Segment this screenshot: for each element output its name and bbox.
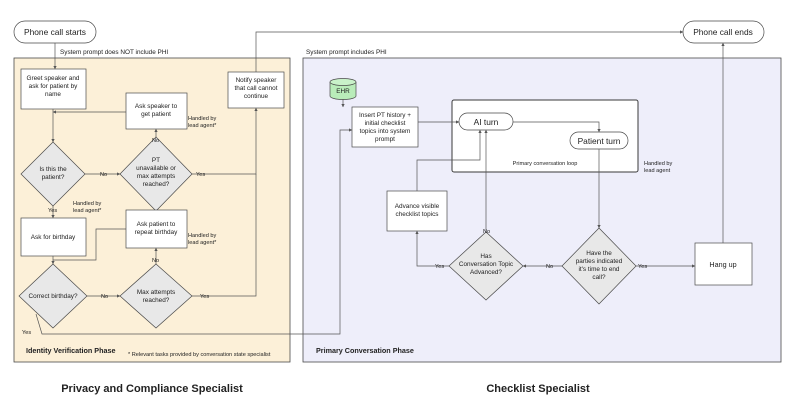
hang-up-box [694, 242, 753, 286]
patient-turn-label: Patient turn [578, 136, 621, 146]
identity-phase-title: Identity Verification Phase [26, 346, 115, 355]
end-call-line-2: parties indicated [576, 258, 623, 265]
max-attempts-decision [119, 263, 193, 329]
connector-topic-yes [415, 230, 449, 267]
advance-line-1: Advance visible [395, 203, 440, 210]
advance-line-2: checklist topics [396, 211, 439, 218]
end-call-line-4: call? [592, 274, 606, 281]
connector-advance-ai [416, 129, 482, 191]
topic-line-2: Conversation Topic [459, 261, 514, 268]
end-call-line-1: Have the [586, 250, 612, 257]
ask-birthday-box [20, 217, 87, 257]
greet-line-2: ask for patient by [29, 83, 78, 90]
notify-line-3: continue [244, 93, 269, 100]
no-label-2: No [152, 138, 159, 144]
connector-notify-end [255, 30, 684, 72]
end-call-decision [561, 227, 637, 305]
ask-get-patient-box [125, 92, 188, 130]
pt-unavail-line-4: reached? [143, 181, 170, 188]
notify-box [227, 71, 285, 109]
no-label-5: No [546, 264, 553, 270]
insert-line-4: prompt [375, 136, 395, 143]
yes-label-6: Yes [435, 264, 444, 270]
ask-get-patient-line-1: Ask speaker to [135, 103, 178, 110]
handled-note-3b: lead agent* [188, 240, 217, 246]
topic-line-1: Has [480, 253, 491, 260]
handled-note-4b: lead agent [644, 168, 671, 174]
is-patient-line-1: Is this the [39, 166, 67, 173]
yes-label-5: Yes [638, 264, 647, 270]
insert-history-box [351, 106, 419, 148]
no-label-6: No [483, 229, 490, 235]
connector-correct-yes [35, 128, 353, 335]
no-label-4: No [152, 258, 159, 264]
yes-label-2: Yes [48, 208, 57, 214]
yes-label-1: Yes [196, 172, 205, 178]
primary-phase-title: Primary Conversation Phase [316, 346, 414, 355]
ehr-label: EHR [336, 88, 350, 95]
pt-unavail-line-3: max attempts [137, 173, 175, 180]
no-phi-label: System prompt does NOT include PHI [60, 49, 168, 56]
handled-note-4a: Handled by [644, 161, 673, 167]
phone-call-starts-label: Phone call starts [24, 27, 86, 37]
phi-label: System prompt includes PHI [306, 49, 387, 56]
pt-unavail-line-1: PT [152, 157, 160, 164]
greet-line-1: Greet speaker and [27, 75, 80, 82]
no-label-3: No [101, 294, 108, 300]
yes-label-3: Yes [200, 294, 209, 300]
topic-line-3: Advanced? [470, 269, 502, 276]
notify-line-1: Notify speaker [236, 77, 278, 84]
insert-line-1: Insert PT history + [359, 112, 411, 119]
correct-birthday-label: Correct birthday? [28, 293, 77, 300]
connector-ai-patient [513, 121, 601, 133]
pt-unavail-line-2: unavailable or [136, 165, 177, 172]
handled-note-1a: Handled by [188, 116, 217, 122]
handled-note-1b: lead agent* [188, 123, 217, 129]
ai-turn-label: AI turn [474, 117, 499, 127]
max-attempts-line-1: Max attempts [137, 289, 175, 296]
privacy-specialist-label: Privacy and Compliance Specialist [61, 383, 243, 395]
footnote: * Relevant tasks provided by conversatio… [128, 352, 271, 358]
ask-get-patient-line-2: get patient [141, 111, 171, 118]
insert-line-2: initial checklist [365, 120, 406, 127]
handled-note-3a: Handled by [188, 233, 217, 239]
notify-line-2: that call cannot [235, 85, 278, 92]
connector-repeat-back [53, 228, 126, 261]
connector-max-yes [192, 174, 257, 297]
ask-repeat-line-1: Ask patient to [137, 221, 176, 228]
ask-repeat-box [125, 209, 188, 249]
is-patient-line-2: patient? [42, 174, 65, 181]
phone-call-ends-label: Phone call ends [693, 27, 753, 37]
ask-birthday-label: Ask for birthday [31, 234, 76, 241]
hang-up-label: Hang up [709, 260, 736, 269]
checklist-specialist-label: Checklist Specialist [486, 383, 590, 395]
loop-label: Primary conversation loop [513, 161, 578, 167]
advance-topics-box [386, 190, 448, 232]
no-label-1: No [100, 172, 107, 178]
insert-line-3: topics into system [360, 128, 411, 135]
greet-line-3: name [45, 91, 61, 98]
handled-note-2a: Handled by [73, 201, 102, 207]
max-attempts-line-2: reached? [143, 297, 170, 304]
yes-label-4: Yes [22, 330, 31, 336]
handled-note-2b: lead agent* [73, 208, 102, 214]
correct-birthday-decision [18, 263, 88, 329]
end-call-line-3: it's time to end [578, 266, 619, 273]
topic-advanced-decision [448, 231, 524, 301]
greet-box [20, 68, 87, 110]
ask-repeat-line-2: repeat birthday [135, 229, 178, 236]
